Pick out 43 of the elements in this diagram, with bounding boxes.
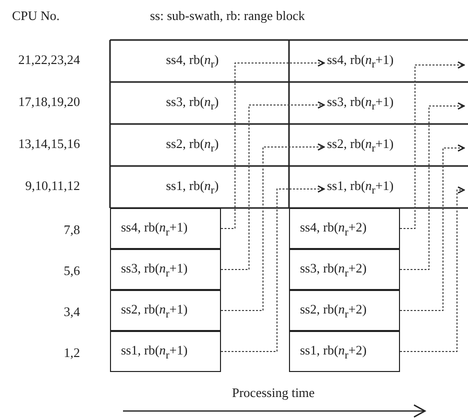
block-label: ss3, rb(n$_{r}$+1) <box>327 94 394 113</box>
block-label: ss2, rb(n$_{r}$+1) <box>121 301 188 320</box>
process-block <box>110 331 221 372</box>
row-label: 1,2 <box>64 345 80 361</box>
row-label: 21,22,23,24 <box>18 52 80 68</box>
axis-title: Processing time <box>232 385 315 401</box>
block-label: ss2, rb(n$_{r}$+1) <box>327 136 394 155</box>
arrow <box>220 185 325 352</box>
block-label: ss1, rb(n$_{r}$+1) <box>121 342 188 361</box>
block-label: ss4, rb(n$_{r}$) <box>166 52 219 71</box>
row-label: 17,18,19,20 <box>18 94 80 110</box>
row-label: 5,6 <box>64 263 80 279</box>
process-block <box>289 249 400 290</box>
process-block <box>289 290 400 331</box>
block-label: ss1, rb(n$_{r}$+1) <box>327 178 394 197</box>
arrow <box>220 143 325 311</box>
row-label: 7,8 <box>64 222 80 238</box>
row-label: 9,10,11,12 <box>25 178 80 194</box>
block-label: ss3, rb(n$_{r}$+2) <box>300 260 367 279</box>
process-block <box>289 331 400 372</box>
block-label: ss1, rb(n$_{r}$+2) <box>300 342 367 361</box>
block-label: ss3, rb(n$_{r}$+1) <box>121 260 188 279</box>
block-label: ss2, rb(n$_{r}$+2) <box>300 301 367 320</box>
arrow <box>400 144 465 311</box>
arrow <box>400 102 465 270</box>
block-label: ss4, rb(n$_{r}$+2) <box>300 219 367 238</box>
block-label: ss4, rb(n$_{r}$+1) <box>327 52 394 71</box>
block-label: ss1, rb(n$_{r}$) <box>166 178 219 197</box>
process-block <box>110 208 221 249</box>
process-block <box>289 208 400 249</box>
arrow <box>220 59 325 229</box>
row-label: 3,4 <box>64 304 80 320</box>
arrow <box>400 186 465 352</box>
axis-title: CPU No. <box>12 8 60 24</box>
block-label: ss4, rb(n$_{r}$+1) <box>121 219 188 238</box>
process-block <box>110 249 221 290</box>
arrow <box>220 101 325 270</box>
row-label: 13,14,15,16 <box>18 136 80 152</box>
process-block <box>110 290 221 331</box>
block-label: ss3, rb(n$_{r}$) <box>166 94 219 113</box>
arrow <box>400 61 465 229</box>
block-label: ss2, rb(n$_{r}$) <box>166 136 219 155</box>
note-text: ss: sub-swath, rb: range block <box>150 8 305 24</box>
